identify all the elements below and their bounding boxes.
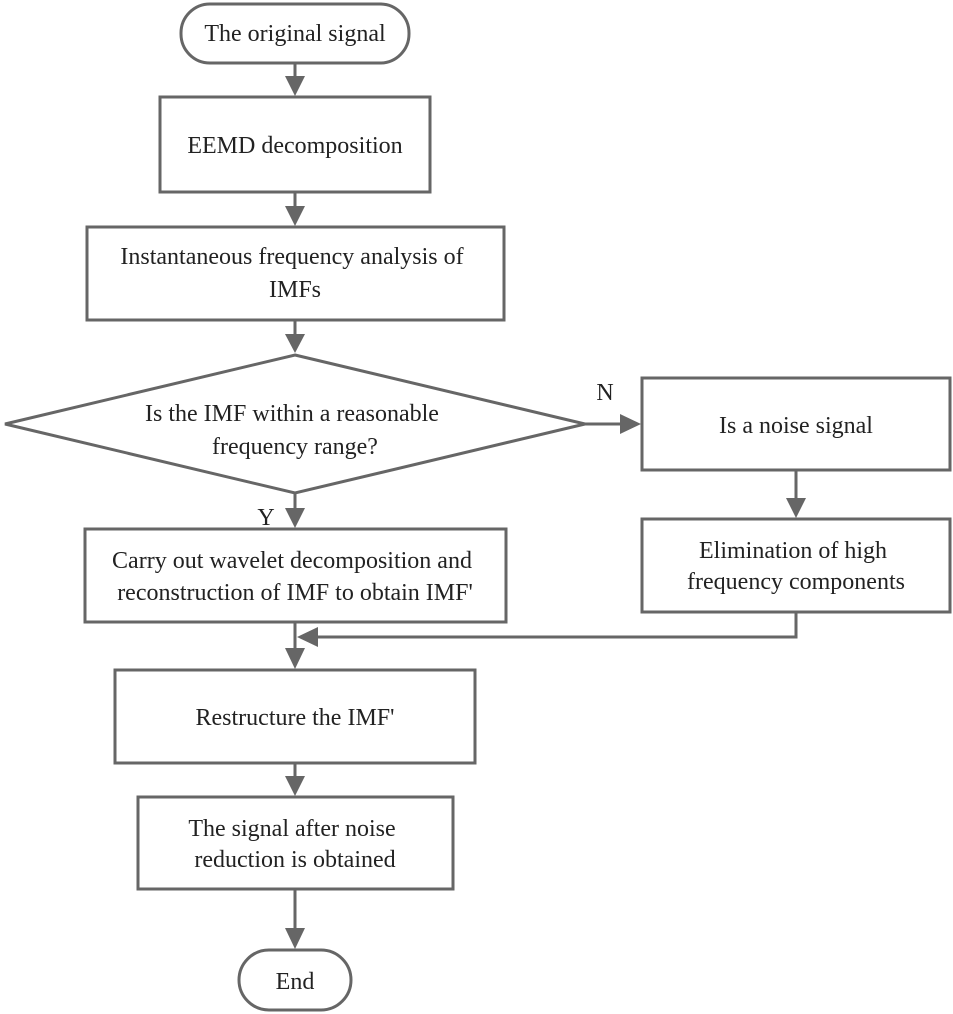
restructure-label-line-1: Restructure the IMF' (196, 705, 395, 731)
node-result: The signal after noise reduction is obta… (136, 795, 455, 891)
arrowhead-start-eemd (285, 76, 305, 96)
end-label-line-1: End (276, 969, 315, 995)
connectors (285, 63, 806, 949)
eemd-label: EEMD decomposition (187, 133, 402, 159)
noise-label-line-1: Is a noise signal (719, 413, 873, 439)
result-label: The signal after noise reduction is obta… (188, 816, 401, 873)
result-label-line-1: The signal after noise (188, 816, 395, 842)
edge-label-yes: Y (257, 505, 274, 531)
freq-analysis-label-line-2: IMFs (269, 277, 321, 303)
decision-diamond (4, 353, 586, 495)
arrowhead-noise-eliminate (786, 498, 806, 518)
node-freq-analysis: Instantaneous frequency analysis of IMFs (85, 225, 506, 322)
node-end: End (237, 948, 353, 1012)
edge-eliminate-restructure (312, 612, 798, 639)
arrowhead-restructure-result (285, 776, 305, 796)
arrowhead-eliminate-restructure (297, 627, 318, 647)
node-decision: Is the IMF within a reasonable frequency… (4, 353, 586, 495)
edge-label-no: N (596, 380, 613, 406)
wavelet-label-line-2: reconstruction of IMF to obtain IMF' (117, 580, 473, 606)
start-label-line-1: The original signal (204, 21, 386, 47)
freq-analysis-label: Instantaneous frequency analysis of IMFs (120, 244, 469, 303)
eemd-label-line-1: EEMD decomposition (187, 133, 402, 159)
wavelet-label: Carry out wavelet decomposition and reco… (112, 548, 478, 606)
wavelet-box (83, 527, 508, 624)
arrowhead-result-end (285, 928, 305, 949)
node-start: The original signal (179, 2, 411, 65)
eemd-box (158, 95, 432, 194)
freq-analysis-box (85, 225, 506, 322)
decision-label: Is the IMF within a reasonable frequency… (145, 401, 445, 460)
noise-box (640, 376, 952, 472)
eliminate-label-line-2: frequency components (687, 569, 905, 595)
wavelet-label-line-1: Carry out wavelet decomposition and (112, 548, 472, 574)
eliminate-label: Elimination of high frequency components (687, 538, 905, 595)
arrowhead-freq-decision (285, 334, 305, 353)
node-eliminate: Elimination of high frequency components (640, 517, 952, 614)
decision-label-line-1: Is the IMF within a reasonable (145, 401, 439, 427)
restructure-box (113, 668, 477, 765)
result-box (136, 795, 455, 891)
node-restructure: Restructure the IMF' (113, 668, 477, 765)
eliminate-box (640, 517, 952, 614)
freq-analysis-label-line-1: Instantaneous frequency analysis of (120, 244, 463, 270)
noise-label: Is a noise signal (719, 413, 873, 439)
end-terminal-shape (237, 948, 353, 1012)
node-noise: Is a noise signal (640, 376, 952, 472)
arrowhead-wavelet-restructure (285, 648, 305, 669)
end-label: End (276, 969, 315, 995)
arrowhead-decision-noise (620, 414, 641, 434)
arrowhead-decision-wavelet (285, 508, 305, 528)
decision-label-line-2: frequency range? (212, 434, 378, 460)
result-label-line-2: reduction is obtained (194, 847, 395, 873)
restructure-label: Restructure the IMF' (196, 705, 395, 731)
start-terminal-shape (179, 2, 411, 65)
node-wavelet: Carry out wavelet decomposition and reco… (83, 527, 508, 624)
arrowhead-eemd-freq (285, 206, 305, 226)
node-eemd: EEMD decomposition (158, 95, 432, 194)
eliminate-label-line-1: Elimination of high (699, 538, 887, 564)
start-label: The original signal (204, 21, 386, 47)
